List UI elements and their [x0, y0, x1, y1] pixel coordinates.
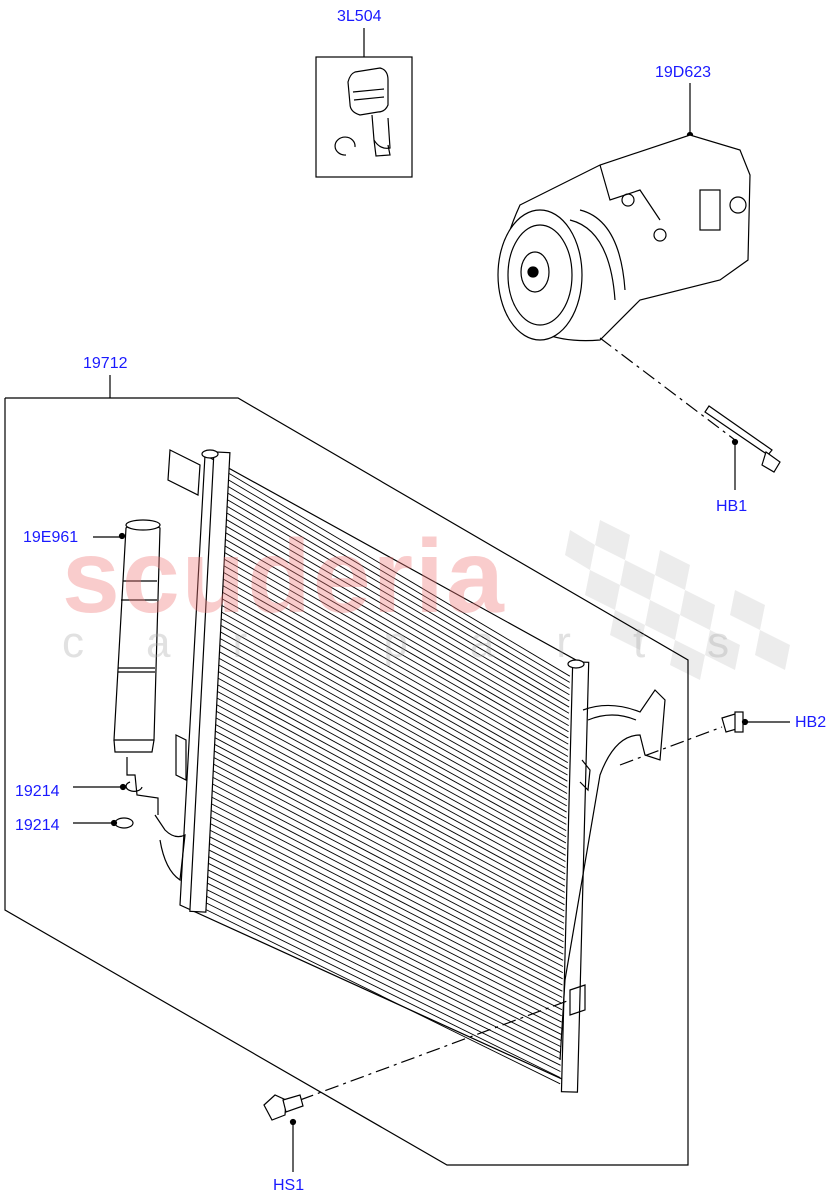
- condenser-fin: [212, 558, 569, 764]
- condenser-fin: [203, 724, 565, 918]
- o-rings: [73, 781, 143, 829]
- condenser-fin: [193, 889, 561, 1072]
- condenser-fin: [195, 856, 562, 1041]
- condenser-fin: [211, 565, 568, 770]
- condenser-fin: [193, 896, 561, 1079]
- condenser-fin: [203, 711, 565, 906]
- condenser-fin: [198, 810, 563, 998]
- condenser-fin: [195, 863, 562, 1048]
- callout-19d623[interactable]: 19D623: [655, 64, 712, 81]
- condenser-fin: [209, 611, 567, 813]
- receiver-drier: [93, 519, 161, 815]
- condenser-fin: [202, 737, 565, 930]
- bolt-hb2: [619, 711, 790, 766]
- condenser-fin: [216, 479, 570, 689]
- condenser-fin: [204, 697, 565, 893]
- condenser-fin: [214, 512, 570, 720]
- condenser-fin: [205, 684, 566, 881]
- condenser-fin: [203, 717, 565, 912]
- condenser-fin: [204, 691, 566, 887]
- condenser-fin: [212, 545, 569, 751]
- callout-hs1[interactable]: HS1: [273, 1177, 305, 1194]
- watermark-checker-flag: [565, 520, 790, 680]
- condenser-fin: [211, 572, 568, 776]
- callout-19214-a[interactable]: 19214: [15, 783, 60, 800]
- condenser-fin: [215, 492, 570, 702]
- condenser-fin: [210, 591, 568, 794]
- condenser-fin: [196, 836, 562, 1023]
- condenser-fin: [215, 499, 570, 708]
- condenser-fin: [196, 850, 562, 1035]
- condenser-fin: [204, 704, 565, 899]
- callout-19712[interactable]: 19712: [83, 355, 128, 372]
- condenser-fin: [199, 790, 563, 980]
- condenser-fin: [210, 598, 568, 801]
- condenser-fin: [201, 750, 564, 943]
- condenser-fin: [206, 658, 566, 856]
- condenser-fin: [199, 783, 564, 974]
- condenser-fin: [197, 823, 563, 1011]
- condenser-fin: [214, 519, 569, 726]
- pressure-switch-box: [315, 28, 413, 178]
- condenser-fin: [207, 644, 567, 844]
- condenser-fin: [193, 902, 561, 1085]
- condenser-fin: [214, 525, 569, 733]
- condenser-fins: [193, 466, 571, 1085]
- screw-hs1: [263, 999, 571, 1172]
- condenser-fin: [207, 638, 567, 838]
- condenser-fin: [213, 539, 569, 745]
- condenser-fin: [207, 651, 566, 850]
- condenser-fin: [217, 472, 570, 683]
- condenser-fin: [208, 618, 567, 819]
- condenser-fin: [211, 578, 568, 782]
- callout-19e961[interactable]: 19E961: [23, 529, 79, 546]
- condenser-fin: [201, 744, 564, 936]
- condenser-fin: [215, 505, 570, 714]
- condenser-fin: [202, 730, 565, 924]
- condenser-callout-frame: [4, 375, 689, 1166]
- condenser-fin: [200, 764, 564, 955]
- condenser-fin: [196, 843, 562, 1029]
- condenser-fin: [201, 757, 564, 949]
- condenser-fin: [198, 803, 563, 992]
- condenser-fin: [197, 830, 562, 1017]
- callout-hb2[interactable]: HB2: [795, 714, 827, 731]
- condenser-fin: [197, 816, 563, 1004]
- bolt-hb1: [704, 405, 781, 490]
- condenser-fin: [213, 532, 569, 739]
- condenser-fin: [205, 677, 566, 875]
- condenser-fin: [206, 664, 566, 862]
- condenser-fin: [206, 671, 566, 869]
- condenser-fin: [199, 797, 563, 986]
- condenser-fin: [200, 770, 564, 961]
- condenser-fin: [217, 466, 571, 677]
- condenser-fin: [209, 605, 567, 807]
- condenser-fin: [194, 876, 561, 1060]
- callout-19214-b[interactable]: 19214: [15, 817, 60, 834]
- condenser-fin: [194, 883, 561, 1066]
- condenser-fin: [216, 486, 570, 696]
- condenser-fin: [200, 777, 564, 967]
- condenser-fin: [212, 552, 569, 757]
- condenser-fin: [210, 585, 568, 788]
- callout-hb1[interactable]: HB1: [716, 498, 748, 515]
- condenser: [154, 449, 666, 1093]
- condenser-fin: [208, 625, 567, 825]
- condenser-fin: [208, 631, 567, 831]
- ac-compressor: [497, 83, 751, 441]
- condenser-fin: [195, 869, 562, 1054]
- callout-3l504[interactable]: 3L504: [337, 8, 382, 25]
